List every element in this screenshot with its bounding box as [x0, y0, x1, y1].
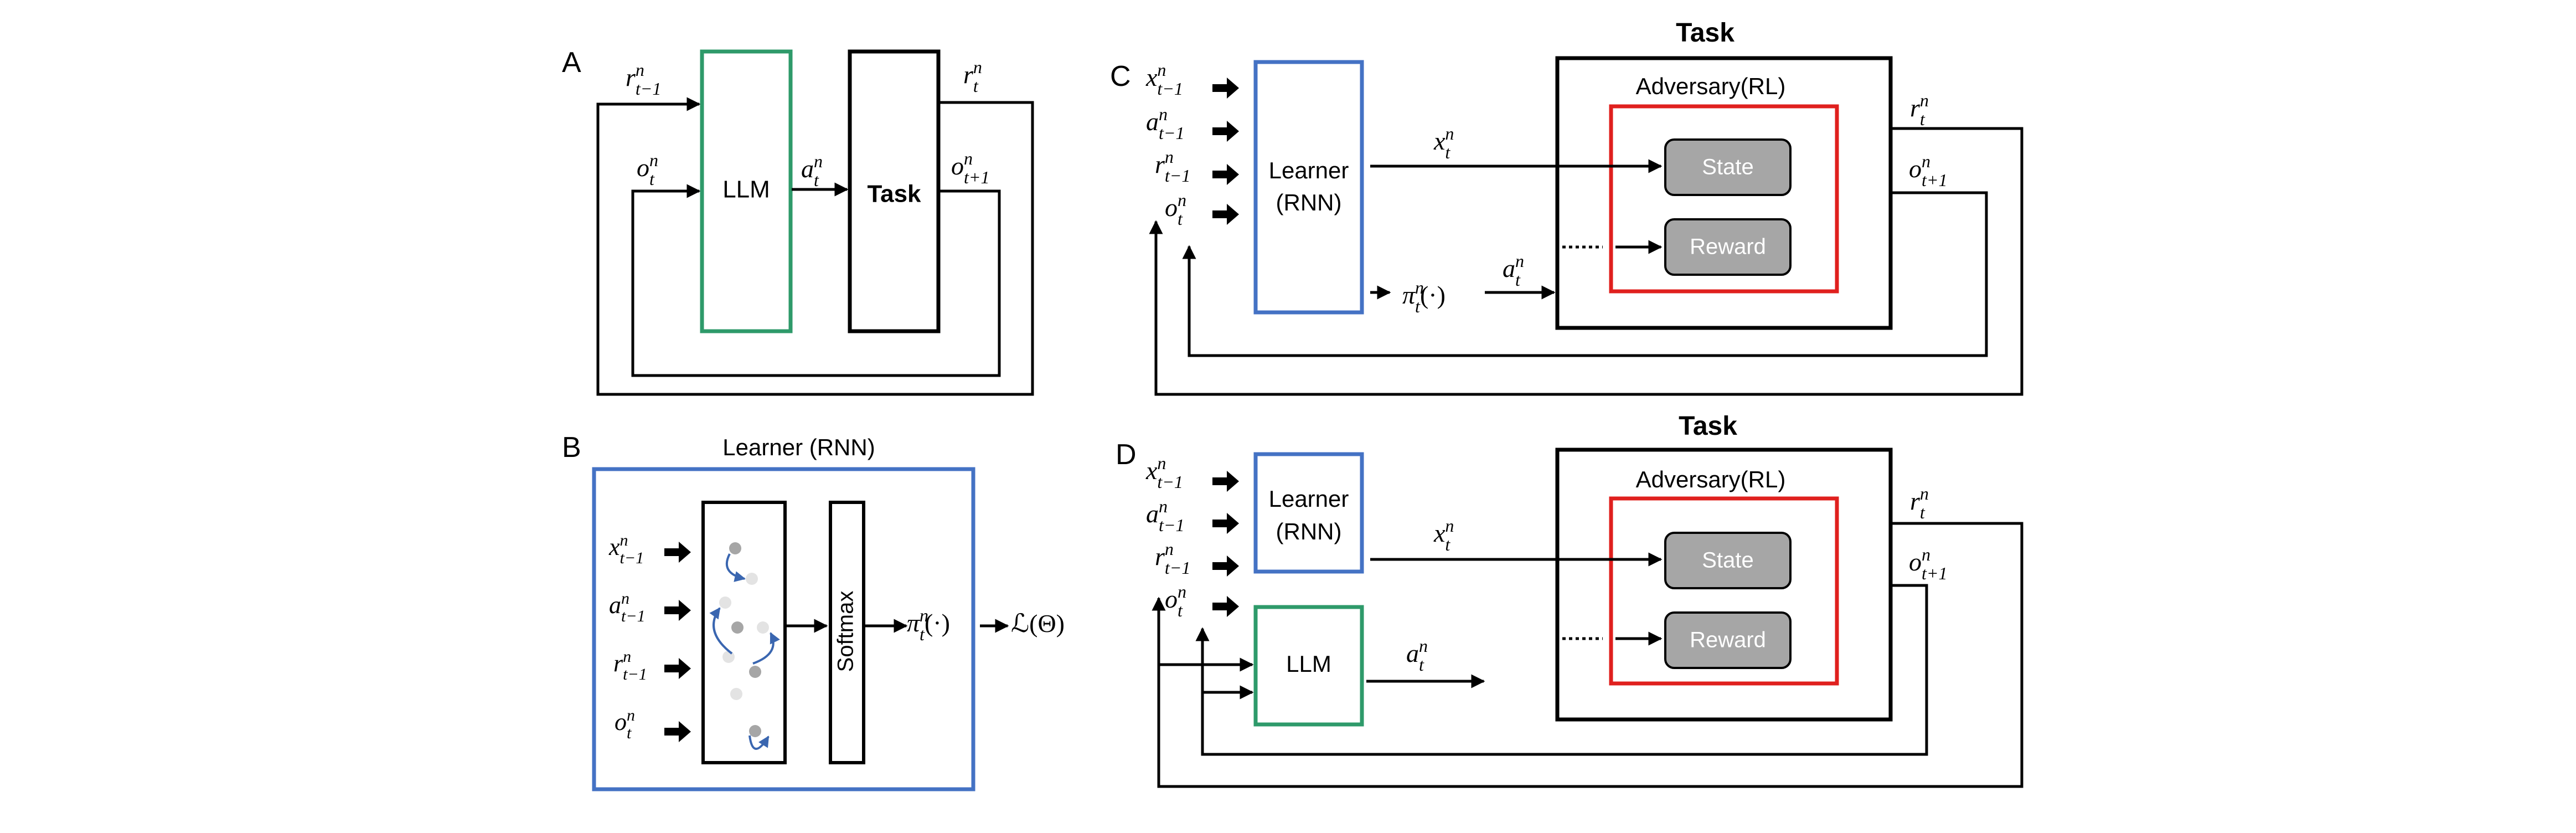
d-state-label: State: [1702, 548, 1753, 573]
d-llm-label: LLM: [1286, 651, 1331, 677]
d-reward-label: Reward: [1690, 628, 1766, 652]
loss-label: ℒ(Θ): [1011, 609, 1065, 637]
c-adversary-title: Adversary(RL): [1636, 73, 1786, 99]
d-input-o-arrow: [1212, 596, 1239, 617]
reward-feedback-line: [596, 97, 1034, 396]
llm-box: [700, 49, 793, 333]
c-task-box: [1555, 56, 1893, 330]
c-input-o-arrow: [1212, 204, 1239, 225]
d-llm-box: [1253, 605, 1364, 727]
panel-c-letter: C: [1110, 60, 1131, 92]
d-learner-box: [1253, 452, 1364, 574]
input-a-arrow: [664, 600, 691, 621]
task-label: Task: [867, 181, 921, 208]
llm-label: LLM: [722, 176, 770, 203]
c-reward-feedback: [1149, 127, 2023, 396]
d-adversary-title: Adversary(RL): [1636, 466, 1786, 492]
c-state-label: State: [1702, 155, 1753, 179]
observation-feedback-line: [631, 184, 1001, 377]
softmax-label: Softmax: [834, 591, 858, 672]
d-adversary-box: [1609, 496, 1839, 686]
d-task-box: [1555, 448, 1893, 722]
c-reward-module: [1664, 218, 1792, 276]
d-input-x-arrow: [1212, 471, 1239, 492]
panel-a-letter: A: [562, 47, 581, 79]
d-learner-line2: (RNN): [1276, 518, 1342, 544]
d-state-module: [1664, 532, 1792, 589]
c-learner-line2: (RNN): [1276, 189, 1342, 215]
c-learner-box: [1253, 60, 1364, 315]
d-reward-module: [1664, 611, 1792, 669]
learner-frame: [592, 467, 975, 791]
panel-d-letter: D: [1116, 439, 1137, 471]
c-reward-label: Reward: [1690, 235, 1766, 259]
c-task-title: Task: [1676, 18, 1734, 48]
c-input-x-arrow: [1212, 78, 1239, 99]
task-box: [848, 49, 941, 333]
c-learner-line1: Learner: [1269, 157, 1349, 183]
learner-title: Learner (RNN): [722, 434, 875, 460]
c-state-module: [1664, 138, 1792, 196]
c-input-a-arrow: [1212, 121, 1239, 142]
c-input-r-arrow: [1212, 164, 1239, 185]
input-x-arrow: [664, 542, 691, 563]
c-adversary-box: [1609, 104, 1839, 294]
d-input-a-arrow: [1212, 513, 1239, 534]
input-r-arrow: [664, 658, 691, 679]
d-task-title: Task: [1679, 412, 1737, 441]
rnn-units: [709, 542, 780, 750]
input-o-arrow: [664, 721, 691, 742]
d-reward-feedback: [1157, 522, 2023, 788]
panel-b-letter: B: [562, 431, 581, 464]
c-observation-feedback: [1182, 191, 1988, 357]
d-learner-line1: Learner: [1269, 486, 1349, 512]
d-input-r-arrow: [1212, 556, 1239, 577]
softmax-box: [829, 501, 865, 764]
d-observation-feedback: [1201, 584, 1928, 756]
rnn-box: [701, 501, 787, 764]
